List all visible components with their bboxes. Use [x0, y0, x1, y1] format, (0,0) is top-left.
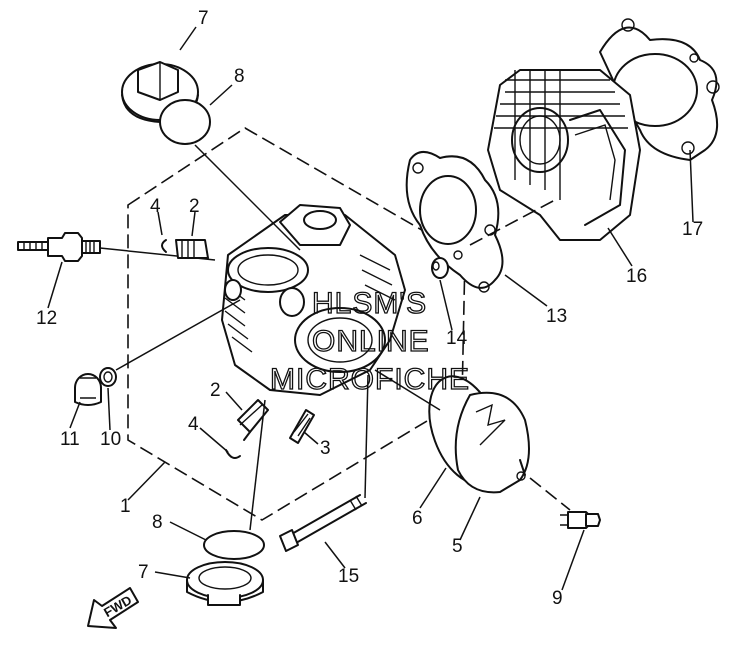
o-ring-lower [203, 530, 265, 560]
callout-4-lower: 4 [188, 414, 199, 435]
callout-5: 5 [452, 536, 463, 557]
callout-15: 15 [338, 566, 359, 587]
callout-8-lower: 8 [152, 512, 163, 533]
watermark-line-1: HLSM'S [312, 287, 427, 320]
watermark-line-2: ONLINE [312, 325, 430, 358]
leader-lines [47, 26, 694, 591]
plug-line [115, 299, 241, 371]
gasket-washer [99, 367, 117, 387]
callout-16: 16 [626, 266, 647, 287]
o-ring-upper [159, 99, 211, 145]
tappet-adjuster-upper [175, 239, 209, 259]
callout-2-upper: 2 [189, 196, 200, 217]
callout-14: 14 [446, 328, 468, 349]
cover-line [374, 369, 441, 411]
alignment-line [469, 199, 556, 246]
screw-line [529, 477, 571, 511]
callout-11: 11 [60, 429, 80, 450]
cover-screw [560, 511, 601, 529]
fwd-arrow-icon [87, 587, 139, 629]
tappet-adjuster-lower [237, 399, 269, 441]
stud-bolt [289, 409, 315, 444]
callout-3: 3 [320, 438, 331, 459]
cylinder [487, 69, 641, 241]
callout-17: 17 [682, 219, 703, 240]
tappet-line-lower [249, 399, 266, 531]
callout-numbers: 7 8 4 2 12 11 10 2 4 3 1 8 7 15 6 5 9 14… [36, 8, 703, 609]
callout-13: 13 [546, 306, 567, 327]
callout-4-upper: 4 [150, 196, 161, 217]
cylinder-head [221, 204, 406, 396]
head-gasket [405, 151, 504, 293]
assembly-boundary [127, 127, 466, 521]
bolt-line [364, 374, 369, 499]
callout-10: 10 [100, 429, 121, 450]
callout-2-lower: 2 [210, 380, 221, 401]
callout-1: 1 [120, 496, 131, 517]
callout-12: 12 [36, 308, 57, 329]
dowel-pin [431, 257, 449, 279]
callout-7-lower: 7 [138, 562, 149, 583]
callout-8-upper: 8 [234, 66, 245, 87]
callout-9: 9 [552, 588, 563, 609]
plug-bolt [74, 373, 102, 406]
small-seal-upper [161, 239, 167, 253]
callout-6: 6 [412, 508, 423, 529]
tappet-line-upper [194, 144, 301, 251]
watermark-line-3: MICROFICHE [270, 363, 470, 396]
callout-7-upper: 7 [198, 8, 209, 29]
tappet-cover-lower [186, 561, 264, 606]
long-bolt [279, 494, 367, 552]
side-cover [454, 391, 530, 494]
spark-plug [17, 232, 101, 262]
